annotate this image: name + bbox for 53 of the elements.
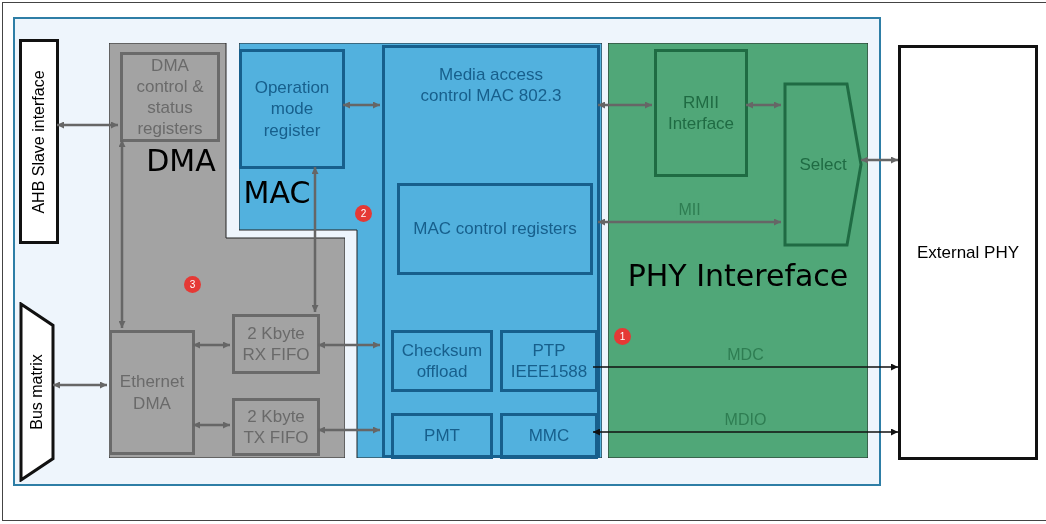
arrow: [57, 121, 118, 129]
block-box: [109, 330, 195, 455]
arrow: [318, 341, 380, 349]
block-label: 2 Kbyte TX FIFO: [242, 405, 310, 449]
block-label: 2 Kbyte RX FIFO: [241, 322, 311, 366]
block-box: [397, 183, 593, 275]
block-label: PMT: [424, 425, 460, 447]
block-label: PTP IEEE1588: [509, 339, 589, 383]
block-label: Checksum offload: [400, 339, 484, 383]
block-label: Ethernet DMA: [118, 371, 186, 414]
block-box: [232, 314, 320, 374]
arrow: [318, 426, 380, 434]
arrow: [592, 363, 899, 371]
block-box: [500, 330, 598, 392]
external-box: [898, 45, 1038, 460]
arrow: [598, 218, 781, 226]
block-label: MMC: [528, 425, 570, 447]
block-box: [382, 45, 600, 458]
system-panel: [13, 17, 881, 486]
block-box: [120, 52, 220, 142]
arrow: [193, 341, 230, 349]
block-box: [500, 413, 598, 459]
block-label: Operation mode register: [253, 77, 331, 141]
arrow: [343, 101, 380, 109]
interface-label: AHB Slave interface: [29, 69, 48, 214]
arrow: [118, 140, 126, 328]
arrow: [592, 428, 899, 436]
region-title: DMA: [145, 143, 217, 179]
block-box: [232, 398, 320, 456]
block-label: RMII Interface: [666, 91, 736, 135]
arrow: [746, 101, 781, 109]
arrow: [861, 156, 898, 164]
bus-matrix-trapezoid: [19, 302, 55, 482]
arrow: [598, 101, 652, 109]
interface-label: Bus matrix: [27, 354, 46, 430]
shaded-region: [608, 43, 868, 458]
region-title: PHY Intereface: [626, 258, 850, 294]
arrow: [193, 421, 230, 429]
block-label: DMA control & status registers: [135, 54, 205, 140]
block-box: [239, 49, 345, 169]
block-label: MAC control registers: [413, 218, 577, 240]
block-box: [391, 413, 493, 459]
block-label: External PHY: [916, 241, 1019, 264]
block-label: Select: [799, 153, 847, 176]
arrow: [53, 381, 107, 389]
selector-shape: [783, 82, 863, 247]
arrow: [311, 167, 319, 312]
interface-box: [19, 39, 59, 244]
block-label: Media access control MAC 802.3: [419, 64, 563, 107]
block-box: [391, 330, 493, 392]
block-box: [654, 49, 748, 177]
shaded-region: [239, 43, 602, 458]
region-title: MAC: [242, 175, 312, 211]
